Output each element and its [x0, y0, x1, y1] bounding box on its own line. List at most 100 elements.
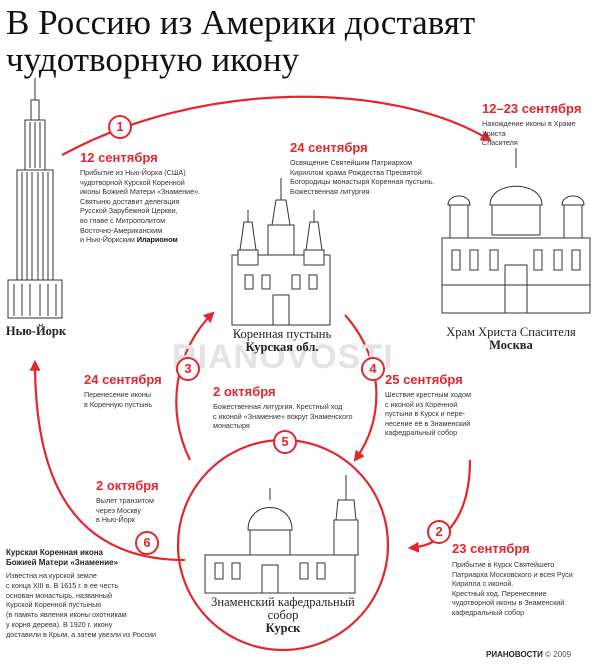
step-1-line: Восточно-Американским [80, 225, 163, 235]
arrow-6-kursk-newyork [29, 359, 186, 562]
step-moscow-line: Спасителя [482, 138, 518, 148]
step-3-block: 24 сентября Перенесение иконы в Коренную… [84, 372, 179, 409]
step-4-line: Шествие крестным ходом [385, 390, 471, 399]
step-5-block: 2 октября Божественная литургия. Крестны… [213, 384, 373, 431]
place-kursk: Знаменский кафедральный собор Курск [200, 596, 366, 635]
place-newyork: Нью-Йорк [5, 324, 67, 338]
place-korennaya-region: Курская обл. [245, 340, 319, 354]
step-consecration-date: 24 сентября [290, 140, 368, 155]
christ-saviour-drawing [441, 148, 591, 314]
icon-info-line: Известна на курской земле [6, 571, 97, 580]
step-1-line: чудотворной Курской Коренной [80, 177, 185, 187]
korennaya-church-drawing [231, 178, 331, 326]
place-kursk-name-2: собор [267, 608, 299, 622]
step-5-date: 2 октября [213, 384, 276, 399]
step-4-line: с иконой из Коренной [385, 399, 458, 409]
step-1-line: Прибытие из Нью-Йорка (США) [80, 168, 186, 177]
step-2-line: Кирилла с иконой. [452, 579, 514, 589]
icon-info-line: с конца XIII в. В 1615 г. в ее честь [6, 580, 119, 590]
step-consecration-block: 24 сентября Освящение Святейшим Патриарх… [290, 140, 450, 196]
step-6-line: Вылет транзитом [96, 496, 154, 505]
arrow-2-moscow-kursk [407, 459, 472, 553]
znamensky-cathedral-drawing [204, 475, 359, 594]
icon-info-line: у корня дерева). В 1920 г. икону [6, 619, 113, 629]
step-5-line: Божественная литургия. Крестный ход [213, 402, 343, 411]
icon-info-text: Известна на курской земле с конца XIII в… [6, 571, 176, 640]
title-line-2: чудотворную икону [6, 40, 300, 79]
step-4-line: кафедральный собор [385, 428, 458, 438]
title-line-1: В Россию из Америки доставят [6, 3, 476, 42]
step-consecration-line: Богородицы монастыря Коренная пустынь. [290, 177, 435, 187]
place-moscow-city: Москва [489, 338, 533, 352]
step-2-line: Крестный ход. Перенесение [452, 588, 547, 598]
icon-info-line: доставили в Крым, а затем увезли из Росс… [6, 629, 156, 639]
step-1-line: и Нью-Йоркским [80, 235, 135, 245]
step-2-line: кафедральный собор [452, 607, 525, 617]
step-2-line: Прибытие в Курск Святейшего [452, 560, 555, 569]
step-5-text: Божественная литургия. Крестный ход с ик… [213, 402, 373, 431]
icon-info-line: Курской Коренной пустынью [6, 600, 102, 610]
watermark: RIANOVOSTI [172, 338, 394, 376]
step-moscow-line: Нахождение иконы в Храме Христа [482, 119, 576, 138]
step-consecration-line: Кириллом храма Рождества Пресвятой [290, 167, 422, 177]
place-moscow: Храм Христа Спасителя Москва [426, 326, 596, 352]
step-moscow-date: 12–23 сентября [482, 101, 582, 116]
step-2-block: 23 сентября Прибытие в Курск Святейшего … [452, 541, 592, 618]
step-3-badge: 3 [176, 357, 200, 381]
step-1-line-last: и Нью-Йоркским Иларионом [80, 235, 230, 245]
step-moscow-block: 12–23 сентября Нахождение иконы в Храме … [482, 101, 598, 148]
place-kursk-city: Курск [265, 621, 301, 635]
page-title: В Россию из Америки доставят чудотворную… [6, 4, 566, 78]
step-3-date: 24 сентября [84, 372, 162, 387]
place-korennaya: Коренная пустынь Курская обл. [212, 328, 352, 354]
icon-info-line: основан монастырь, названный [6, 590, 112, 600]
step-1-line: Русской Зарубежной Церкви, [80, 206, 178, 216]
step-3-line: Перенесение иконы [84, 390, 152, 399]
step-6-block: 2 октября Вылет транзитом через Москву в… [96, 478, 186, 525]
step-5-badge: 5 [273, 430, 297, 454]
step-2-text: Прибытие в Курск Святейшего Патриарха Мо… [452, 560, 592, 618]
step-consecration-text: Освящение Святейшим Патриархом Кириллом … [290, 158, 450, 196]
step-1-text: Прибытие из Нью-Йорка (США) чудотворной … [80, 168, 230, 245]
footer-copyright: © 2009 [545, 650, 572, 659]
step-6-date: 2 октября [96, 478, 159, 493]
arrow-3-kursk-korennaya [175, 311, 215, 461]
icon-info-line: (в память явления иконы охотникам [6, 610, 127, 620]
step-4-line: пустыни в Курск и пере- [385, 409, 465, 419]
step-1-badge: 1 [108, 115, 132, 139]
step-4-block: 25 сентября Шествие крестным ходом с ико… [385, 372, 495, 438]
step-1-line: во главе с Митрополитом [80, 215, 166, 225]
step-2-line: чудотворной иконы в Знаменский [452, 598, 565, 608]
step-consecration-line: Освящение Святейшим Патриархом [290, 158, 413, 167]
step-4-text: Шествие крестным ходом с иконой из Корен… [385, 390, 495, 438]
step-3-line: в Коренную пустынь [84, 399, 153, 409]
empire-state-drawing [7, 78, 63, 319]
step-6-text: Вылет транзитом через Москву в Нью-Йорк [96, 496, 186, 525]
step-3-text: Перенесение иконы в Коренную пустынь [84, 390, 179, 409]
step-1-block: 12 сентября Прибытие из Нью-Йорка (США) … [80, 150, 230, 245]
step-4-badge: 4 [361, 357, 385, 381]
step-1-bold-name: Иларионом [136, 235, 178, 245]
step-1-line: Святыню доставит делегация [80, 196, 180, 206]
step-5-line: с иконой «Знамение» вокруг Знаменского [213, 411, 353, 421]
icon-info-block: Курская Коренная икона Божией Матери «Зн… [6, 548, 176, 640]
footer: РИАНОВОСТИ © 2009 [486, 650, 571, 659]
step-1-date: 12 сентября [80, 150, 158, 165]
step-5-line: монастыря [213, 421, 250, 431]
step-2-date: 23 сентября [452, 541, 530, 556]
place-kursk-name-1: Знаменский кафедральный [211, 595, 355, 609]
icon-info-title-2: Божией Матери «Знамение» [6, 558, 119, 567]
arrow-4-korennaya-kursk [344, 314, 378, 462]
step-1-line: иконы Божией Матери «Знамение». [80, 187, 201, 197]
step-moscow-text: Нахождение иконы в Храме Христа Спасител… [482, 119, 598, 148]
step-6-line: в Нью-Йорк [96, 515, 135, 525]
step-4-line: несение её в Знаменский [385, 418, 471, 428]
icon-info-title-1: Курская Коренная икона [6, 548, 103, 557]
step-6-line: через Москву [96, 505, 141, 515]
step-2-badge: 2 [427, 520, 451, 544]
place-korennaya-name: Коренная пустынь [232, 327, 332, 341]
footer-brand: РИАНОВОСТИ [486, 650, 543, 659]
step-2-line: Патриарха Московского и всея Руси [452, 569, 573, 579]
step-4-date: 25 сентября [385, 372, 463, 387]
